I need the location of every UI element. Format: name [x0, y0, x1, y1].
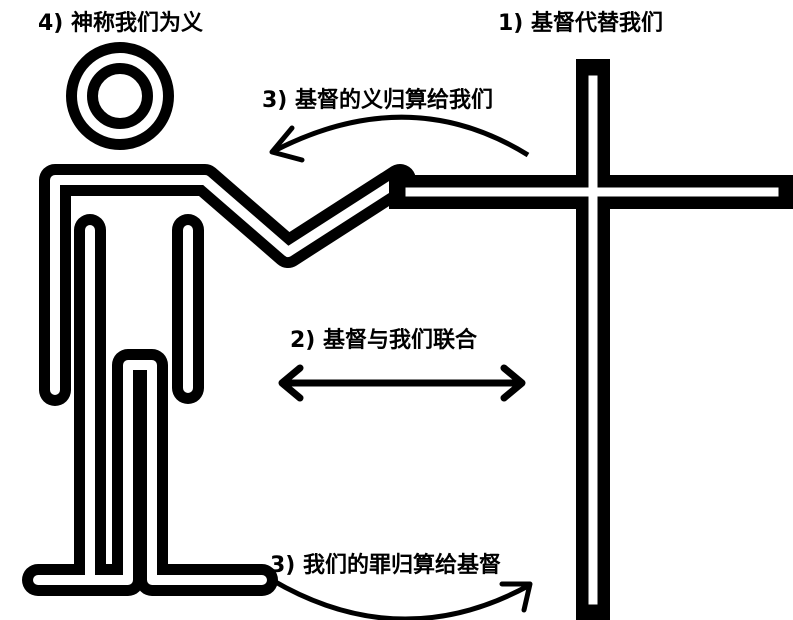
union-double-arrow: [278, 364, 526, 402]
justified-label: 4) 神称我们为义: [38, 10, 203, 36]
sin-imputed-label: 3) 我们的罪归算给基督: [270, 552, 501, 578]
righteousness-imputed-arrow: [269, 114, 530, 163]
sin-imputed-arrow: [270, 577, 533, 620]
substitution-label: 1) 基督代替我们: [498, 10, 663, 36]
union-label: 2) 基督与我们联合: [290, 327, 478, 353]
person-figure: [22, 42, 416, 596]
cross: [389, 59, 793, 620]
righteousness-imputed-label: 3) 基督的义归算给我们: [262, 87, 493, 113]
